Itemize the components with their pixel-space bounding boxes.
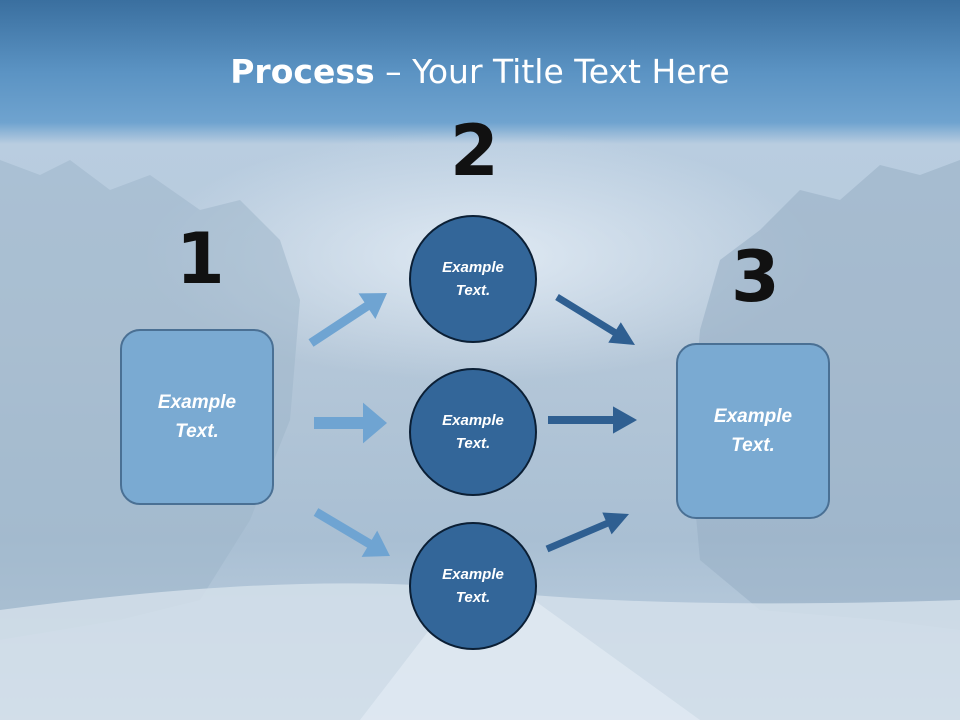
step-number-3: 3 [731, 236, 780, 318]
title-bold: Process [230, 52, 375, 91]
arrow-1-to-top [308, 293, 387, 347]
step-number-1: 1 [176, 218, 225, 300]
arrow-top-to-3 [555, 294, 635, 345]
arrow-bottom-to-3 [545, 512, 629, 553]
circle-middle-label: Example Text. [442, 412, 504, 452]
title-rest: – Your Title Text Here [374, 52, 730, 91]
step-2-circle-bottom[interactable]: Example Text. [409, 522, 537, 650]
step-3-label: Example Text. [713, 406, 793, 456]
arrow-1-to-middle [314, 402, 387, 444]
step-number-2: 2 [450, 110, 499, 192]
slide-title: Process – Your Title Text Here [0, 52, 960, 91]
step-2-circle-top[interactable]: Example Text. [409, 215, 537, 343]
step-2-circle-middle[interactable]: Example Text. [409, 368, 537, 496]
step-1-label: Example Text. [157, 392, 237, 442]
step-1-box[interactable]: Example Text. [120, 329, 274, 505]
arrow-1-to-bottom [313, 508, 390, 557]
circle-bottom-label: Example Text. [442, 566, 504, 606]
circle-top-label: Example Text. [442, 259, 504, 299]
arrow-middle-to-3 [548, 406, 637, 434]
step-3-box[interactable]: Example Text. [676, 343, 830, 519]
